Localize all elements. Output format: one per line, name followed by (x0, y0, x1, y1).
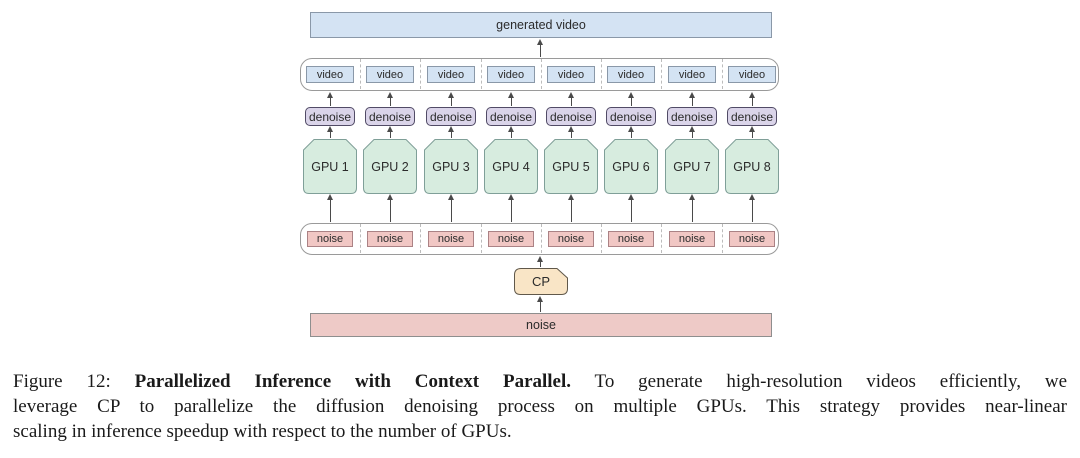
arrow-up-icon (628, 194, 634, 222)
dashed-divider (601, 59, 602, 89)
gpu-label: GPU 7 (673, 159, 711, 174)
arrow-up-icon (327, 92, 333, 106)
gpu-node: GPU 8 (725, 139, 779, 194)
dashed-divider (420, 59, 421, 89)
dashed-divider (360, 59, 361, 89)
arrow-up-icon (537, 256, 543, 267)
caption-line-2: leverage CP to parallelize the diffusion… (13, 396, 1067, 417)
gpu-label: GPU 2 (371, 159, 409, 174)
arrow-up-icon (387, 126, 393, 138)
dashed-divider (661, 224, 662, 253)
dashed-divider (722, 59, 723, 89)
video-box: video (366, 66, 414, 83)
cp-node: CP (514, 268, 568, 295)
arrow-up-icon (689, 194, 695, 222)
noise-bar: noise (310, 313, 772, 337)
denoise-box: denoise (426, 107, 476, 126)
denoise-box: denoise (546, 107, 596, 126)
noise-box: noise (669, 231, 715, 247)
dashed-divider (420, 224, 421, 253)
arrow-up-icon (387, 92, 393, 106)
noise-box: noise (488, 231, 534, 247)
arrow-up-icon (537, 39, 543, 57)
dashed-divider (360, 224, 361, 253)
gpu-label: GPU 4 (492, 159, 530, 174)
dashed-divider (541, 224, 542, 253)
denoise-box: denoise (667, 107, 717, 126)
denoise-box: denoise (606, 107, 656, 126)
arrow-up-icon (508, 194, 514, 222)
arrow-up-icon (628, 126, 634, 138)
arrow-up-icon (749, 194, 755, 222)
gpu-label: GPU 6 (612, 159, 650, 174)
cp-label: CP (531, 274, 551, 289)
dashed-divider (481, 59, 482, 89)
gpu-label: GPU 5 (552, 159, 590, 174)
arrow-up-icon (327, 126, 333, 138)
arrow-up-icon (568, 194, 574, 222)
denoise-box: denoise (486, 107, 536, 126)
noise-box: noise (367, 231, 413, 247)
arrow-up-icon (537, 296, 543, 312)
caption-line-1: Figure 12: Parallelized Inference with C… (13, 371, 1068, 392)
arrow-up-icon (749, 126, 755, 138)
gpu-label: GPU 3 (432, 159, 470, 174)
arrow-up-icon (568, 92, 574, 106)
gpu-node: GPU 5 (544, 139, 598, 194)
generated-video-box: generated video (310, 12, 772, 38)
dashed-divider (661, 59, 662, 89)
arrow-up-icon (448, 92, 454, 106)
video-box: video (547, 66, 595, 83)
noise-box: noise (428, 231, 474, 247)
arrow-up-icon (448, 126, 454, 138)
arrow-up-icon (387, 194, 393, 222)
noise-box: noise (608, 231, 654, 247)
video-box: video (306, 66, 354, 83)
denoise-box: denoise (305, 107, 355, 126)
arrow-up-icon (628, 92, 634, 106)
video-box: video (487, 66, 535, 83)
arrow-up-icon (568, 126, 574, 138)
figure-caption: Figure 12: Parallelized Inference with C… (13, 369, 1067, 444)
gpu-node: GPU 3 (424, 139, 478, 194)
dashed-divider (601, 224, 602, 253)
video-box: video (427, 66, 475, 83)
caption-line-3: scaling in inference speedup with respec… (13, 421, 512, 442)
gpu-node: GPU 1 (303, 139, 357, 194)
gpu-node: GPU 7 (665, 139, 719, 194)
gpu-label: GPU 8 (733, 159, 771, 174)
video-box: video (668, 66, 716, 83)
dashed-divider (541, 59, 542, 89)
gpu-label: GPU 1 (311, 159, 349, 174)
gpu-node: GPU 6 (604, 139, 658, 194)
gpu-node: GPU 4 (484, 139, 538, 194)
noise-box: noise (729, 231, 775, 247)
arrow-up-icon (689, 126, 695, 138)
gpu-node: GPU 2 (363, 139, 417, 194)
denoise-box: denoise (365, 107, 415, 126)
dashed-divider (481, 224, 482, 253)
noise-box: noise (307, 231, 353, 247)
dashed-divider (722, 224, 723, 253)
denoise-box: denoise (727, 107, 777, 126)
video-box: video (728, 66, 776, 83)
arrow-up-icon (689, 92, 695, 106)
arrow-up-icon (508, 92, 514, 106)
video-box: video (607, 66, 655, 83)
arrow-up-icon (327, 194, 333, 222)
noise-box: noise (548, 231, 594, 247)
arrow-up-icon (508, 126, 514, 138)
arrow-up-icon (448, 194, 454, 222)
arrow-up-icon (749, 92, 755, 106)
